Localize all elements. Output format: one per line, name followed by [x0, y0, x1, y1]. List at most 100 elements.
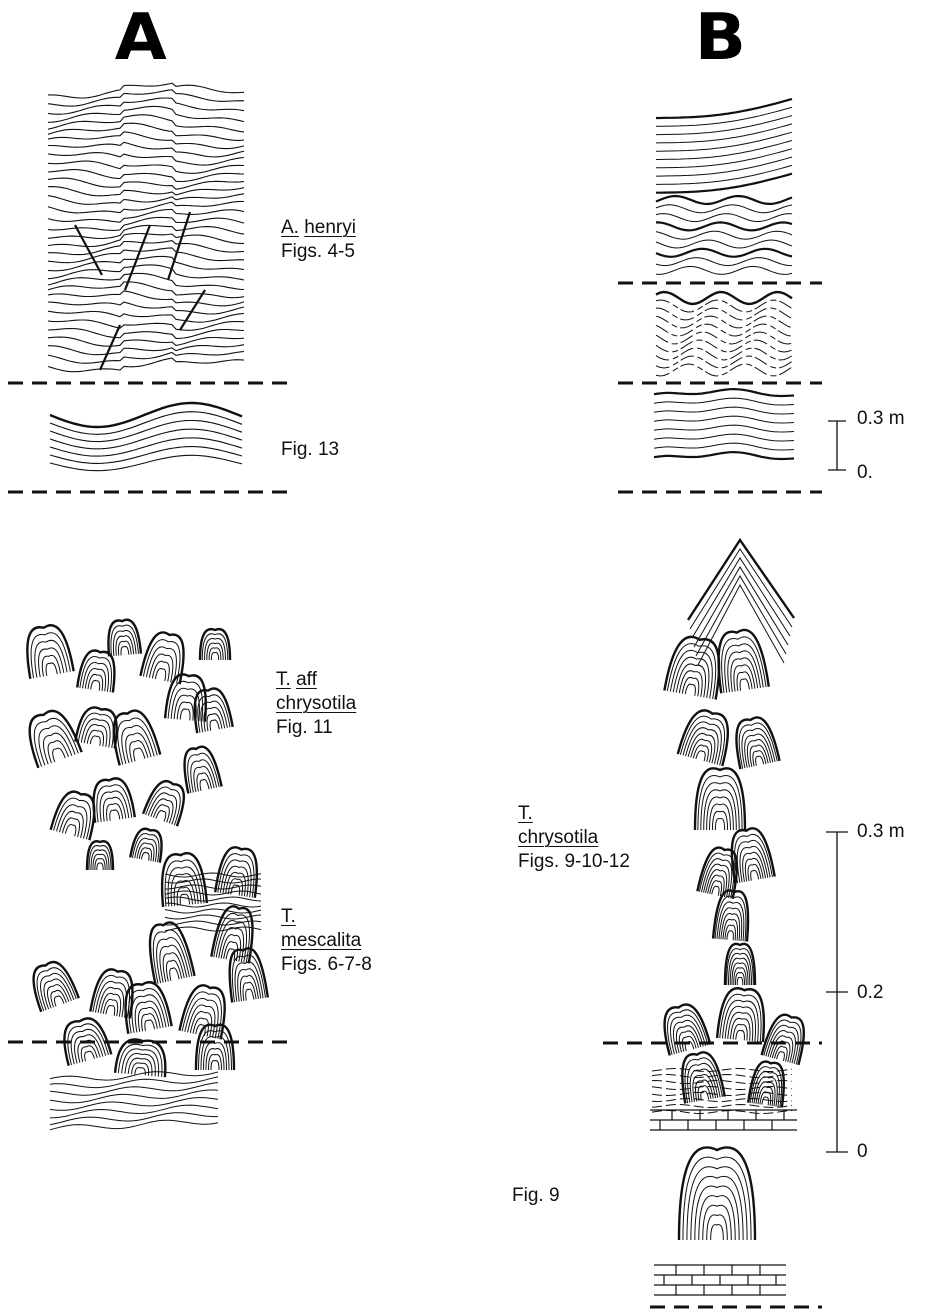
stromatolite-colony — [664, 634, 725, 700]
stromatolite-colony — [225, 947, 268, 1003]
colony-lamina — [707, 1215, 728, 1240]
colony-lamina — [199, 779, 209, 791]
colony-lamina — [777, 1051, 786, 1061]
colony-lamina — [143, 920, 194, 985]
colony-lamina — [83, 1050, 94, 1061]
stromatolite-colony — [200, 629, 230, 660]
section-b-fig9-colony — [679, 1147, 755, 1240]
colony-lamina — [59, 809, 86, 837]
column-b-title: B — [695, 6, 746, 70]
large-scale-top-label: 0.3 m — [857, 822, 905, 842]
stromatolite-colony — [678, 706, 735, 766]
colony-lamina — [109, 809, 120, 820]
wavy-lamina — [50, 447, 242, 464]
stromatolite-colony — [713, 889, 751, 941]
colony-lamina — [101, 796, 126, 821]
label-figs-9-10-12: Figs. 9-10-12 — [518, 850, 630, 873]
colony-lamina — [685, 684, 696, 696]
colony-lamina — [748, 744, 768, 767]
colony-lamina — [136, 1006, 160, 1032]
stromatolite-colony — [196, 1025, 234, 1070]
crenulated-lamina — [656, 292, 792, 304]
colony-lamina — [153, 803, 172, 822]
colony-lamina — [180, 709, 191, 721]
colony-lamina — [177, 702, 194, 721]
fault-offset — [100, 325, 120, 370]
colony-lamina — [171, 687, 202, 721]
base-lamina — [50, 1120, 218, 1130]
section-b-chrysotila-column — [652, 540, 810, 1114]
colony-lamina — [683, 1157, 751, 1240]
lamina-line — [48, 153, 244, 166]
colony-lamina — [762, 1097, 769, 1106]
colony-lamina — [695, 768, 745, 830]
lamina-line — [48, 291, 244, 306]
crenulated-lamina — [656, 308, 792, 320]
section-a-aff-chrysotila-colonies — [22, 619, 233, 870]
colony-lamina — [137, 842, 156, 861]
colony-lamina — [22, 706, 82, 768]
lower-lamina — [656, 205, 792, 213]
colony-lamina — [115, 1038, 168, 1077]
colony-lamina — [676, 662, 709, 697]
crenulated-lamina — [656, 364, 792, 376]
crenulated-lamina — [656, 300, 792, 312]
crenulated-lamina — [656, 348, 792, 360]
base-lamina — [652, 1075, 792, 1078]
colony-lamina — [201, 1037, 229, 1070]
species-henryi: henryi — [304, 217, 356, 238]
stromatolite-colony — [26, 958, 78, 1012]
stromatolite-colony — [143, 920, 194, 985]
section-b-wavy-laminae — [654, 389, 794, 459]
colony-lamina — [79, 1044, 97, 1061]
stromatolite-colony — [106, 619, 141, 657]
colony-lamina — [704, 790, 737, 830]
upper-lamina — [656, 99, 792, 118]
lamina-line — [48, 178, 244, 189]
colony-lamina — [31, 638, 67, 677]
lamina-line — [48, 123, 244, 140]
small-scale-bottom-label: 0. — [857, 463, 873, 483]
colony-lamina — [750, 870, 759, 881]
lamina-line — [48, 241, 244, 255]
stromatolite-colony — [77, 649, 118, 693]
chevron-lamina — [688, 540, 794, 620]
colony-lamina — [149, 652, 176, 682]
colony-lamina — [679, 669, 705, 697]
colony-lamina — [179, 894, 189, 906]
colony-lamina — [156, 943, 187, 982]
genus-t-aff: T. — [276, 669, 291, 690]
colony-lamina — [62, 817, 82, 838]
colony-lamina — [711, 1225, 724, 1240]
colony-lamina — [245, 989, 254, 1001]
colony-lamina — [169, 873, 198, 906]
lamina-line — [48, 358, 244, 372]
colony-lamina — [191, 765, 214, 792]
colony-lamina — [53, 995, 64, 1006]
stromatolite-colony — [215, 845, 261, 897]
colony-lamina — [132, 747, 145, 761]
section-b-upper-laminae — [656, 99, 792, 274]
lower-lamina — [656, 222, 792, 230]
colony-lamina — [176, 887, 193, 906]
fault-offset — [75, 225, 102, 275]
wavy-lamina — [654, 452, 794, 459]
colony-lamina — [156, 810, 167, 822]
cover-lamina — [165, 891, 261, 895]
colony-lamina — [736, 1030, 745, 1040]
section-a-laminated-henryi — [48, 83, 244, 372]
scale-bars — [826, 421, 848, 1152]
lamina-line — [48, 329, 244, 339]
label-t-mescalita-genus: T. — [281, 905, 296, 928]
colony-lamina — [756, 1081, 777, 1106]
upper-lamina — [656, 165, 792, 184]
section-a-wavy-fig13 — [50, 403, 242, 471]
colony-lamina — [91, 680, 101, 691]
label-a-henryi: A. henryi — [281, 216, 356, 239]
upper-lamina — [656, 132, 792, 151]
colony-lamina — [737, 726, 775, 768]
colony-lamina — [739, 678, 749, 690]
stromatolite-colony — [713, 628, 769, 694]
label-t-aff: T. aff — [276, 668, 317, 691]
colony-lamina — [737, 977, 743, 985]
